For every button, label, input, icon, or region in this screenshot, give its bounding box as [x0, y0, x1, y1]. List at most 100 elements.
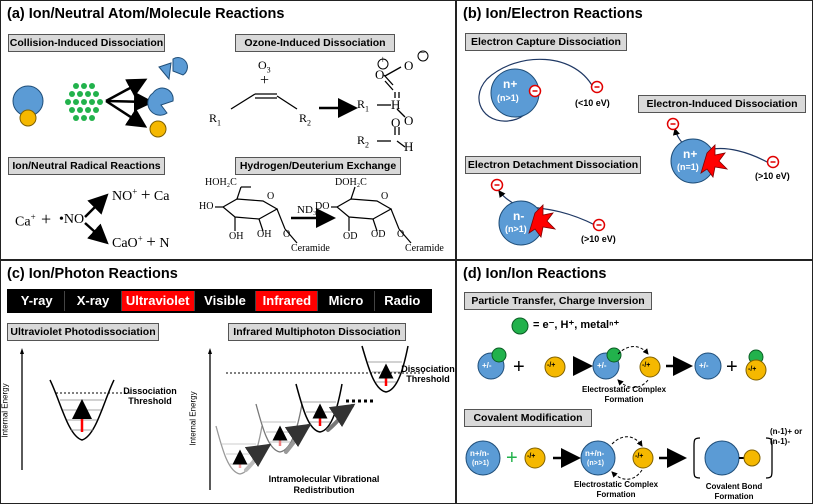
pt-plus-2: + [726, 356, 738, 378]
h-product-1: H [391, 97, 401, 112]
cid-drawing [12, 57, 188, 138]
cm-product-charge: (n-1)+ or (n-1)- [770, 427, 803, 446]
eid-ion-sub: (n=1) [677, 162, 699, 172]
panel-c-title: (c) Ion/Photon Reactions [7, 266, 178, 282]
cm-ion-charge: n+/n- [470, 449, 490, 458]
edd-label: Electron Detachment Dissociation [465, 156, 641, 174]
pt-product-1-charge: +/- [699, 361, 709, 370]
oxygen-product-1: O [404, 113, 414, 128]
doh2c-label: DOH₂C [335, 177, 367, 188]
pt-plus-1: + [513, 356, 525, 378]
legend-green-circle [511, 317, 529, 335]
cm-complex-charge: n+/n- [585, 449, 605, 458]
edd-burst [528, 204, 557, 238]
pt-complex-ion-2-charge: -/+ [642, 362, 651, 369]
plus-glyph-top: + [380, 55, 386, 66]
positive-charge-circle [377, 58, 389, 70]
ecd-label: Electron Capture Dissociation [465, 33, 627, 51]
hoh2c-label: HOH₂C [205, 177, 237, 188]
covalent-mod-label: Covalent Modification [464, 409, 592, 427]
collision-gas-dots [65, 83, 103, 121]
cid-label: Collision-Induced Dissociation [8, 34, 165, 52]
cm-complex-label: Electrostatic Complex Formation [573, 480, 659, 499]
minus-glyph-top: − [419, 47, 426, 59]
ozone-plus: + [260, 72, 270, 89]
link-o-2: O [397, 229, 405, 240]
reaction-plus: + [41, 209, 52, 229]
panel-ion-neutral: (a) Ion/Neutral Atom/Molecule Reactions … [0, 0, 456, 260]
ivr-arrows [244, 403, 356, 472]
h-product-2: H [404, 139, 414, 154]
pt-ion-1-charge: +/- [482, 361, 492, 370]
irmpd-threshold-label: Dissociation Threshold [401, 364, 455, 384]
negative-charge-circle [417, 50, 429, 62]
ho-label: HO [199, 201, 214, 212]
spectrum-infrared: Infrared [256, 291, 319, 311]
ceramide-2: Ceramide [405, 243, 444, 254]
fragmentation-arrows [105, 78, 154, 128]
oh-label-1: OH [229, 231, 244, 242]
fragment-yellow [149, 120, 167, 138]
eid-energy: (>10 eV) [755, 171, 790, 181]
oh-label-2: OH [257, 229, 272, 240]
ring-o-2: O [381, 191, 389, 202]
cao-plus-product: CaO+ + N [112, 232, 170, 251]
irmpd-label: Infrared Multiphoton Dissociation [228, 323, 406, 341]
cm-ion-sub: (n>1) [472, 460, 489, 467]
no-plus-product: NO+ + Ca [112, 185, 170, 204]
oxygen-product-2: O [391, 115, 401, 130]
r1-reactant: R1 [209, 111, 222, 128]
od-label-1: OD [343, 231, 358, 242]
spectrum-radio: Radio [374, 291, 430, 311]
sugar-rings [215, 186, 412, 244]
oxygen-top-2: O [404, 58, 414, 73]
ozonolysis-drawing [230, 50, 429, 148]
uvpd-label: Ultraviolet Photodissociation [7, 323, 159, 341]
uvpd-threshold-label: Dissociation Threshold [123, 386, 177, 406]
panel-d-title: (d) Ion/Ion Reactions [463, 266, 607, 282]
legend-text: = e⁻, H⁺, metalⁿ⁺ [533, 319, 620, 331]
link-o-1: O [283, 229, 291, 240]
cm-ion-2-charge: -/+ [527, 453, 536, 460]
eid-label: Electron-Induced Dissociation [638, 95, 806, 113]
edd-energy: (>10 eV) [581, 234, 616, 244]
cm-complex-ion-2-charge: -/+ [635, 453, 644, 460]
covalent-bond-label: Covalent Bond Formation [705, 482, 763, 501]
cm-plus: + [506, 447, 518, 469]
ca-plus-reactant: Ca+ [15, 212, 36, 230]
r2-product: R2 [357, 133, 370, 150]
spectrum-x-ray: X-ray [65, 291, 122, 311]
particle-transfer-label: Particle Transfer, Charge Inversion [464, 292, 652, 310]
spectrum-visible: Visible [194, 291, 257, 311]
ecd-ion-label: n+ [503, 77, 518, 91]
spectrum-ultraviolet: Ultraviolet [121, 291, 195, 311]
pt-product-2-charge: -/+ [748, 366, 757, 373]
panel-a-title: (a) Ion/Neutral Atom/Molecule Reactions [7, 6, 285, 22]
irr-label: Ion/Neutral Radical Reactions [8, 157, 165, 175]
hdx-label: Hydrogen/Deuterium Exchange [235, 157, 401, 175]
edd-ion-sub: (n>1) [505, 224, 527, 234]
panel-ion-electron: (b) Ion/Electron Reactions Electron Capt… [456, 0, 813, 260]
ivr-label: Intramolecular Vibrational Redistributio… [268, 474, 380, 495]
fragment-pieces [147, 57, 188, 116]
well-4 [361, 345, 409, 393]
spectrum-micro: Micro [318, 291, 375, 311]
do-label: DO [315, 201, 330, 212]
ecd-ion-sub: (n>1) [497, 93, 519, 103]
edd-ion-label: n- [513, 209, 525, 223]
radical-branch-arrows [84, 193, 109, 245]
ecd-energy: (<10 eV) [575, 98, 610, 108]
panel-b-title: (b) Ion/Electron Reactions [463, 6, 643, 22]
electromagnetic-spectrum-bar: Y-ray X-ray Ultraviolet Visible Infrared… [7, 289, 432, 313]
ring-o-1: O [267, 191, 275, 202]
ozone-reagent: O3 [258, 58, 271, 75]
cm-complex-sub: (n>1) [587, 460, 604, 467]
r2-reactant: R2 [299, 111, 312, 128]
pt-complex-label: Electrostatic Complex Formation [581, 385, 667, 404]
eid-ion-label: n+ [683, 147, 698, 161]
ceramide-1: Ceramide [291, 243, 330, 254]
r1-product: R1 [357, 97, 370, 114]
nd3-reagent: ND₃ [297, 204, 317, 216]
no-radical: •NO [59, 212, 85, 227]
